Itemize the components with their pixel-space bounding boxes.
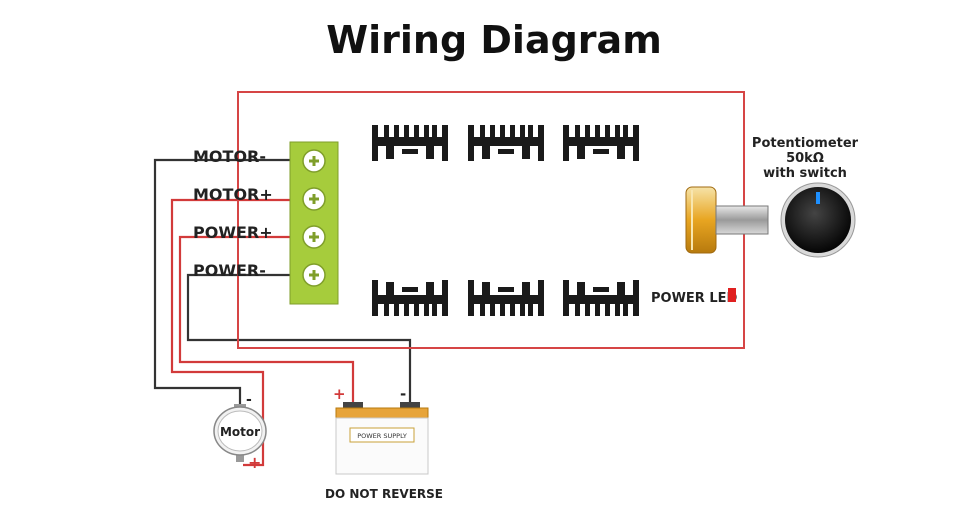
potentiometer-knob[interactable] bbox=[780, 182, 856, 258]
terminal-block bbox=[289, 141, 339, 305]
motor-minus-sign: - bbox=[246, 392, 252, 408]
potentiometer-value: 50kΩ bbox=[786, 151, 824, 166]
potentiometer-shaft bbox=[685, 186, 769, 254]
battery-plus-sign: + bbox=[333, 385, 346, 403]
reverse-warning: DO NOT REVERSE bbox=[325, 487, 443, 501]
wire-motor-minus bbox=[153, 158, 290, 405]
wires bbox=[153, 158, 412, 467]
battery bbox=[335, 402, 429, 475]
motor bbox=[213, 404, 267, 462]
screw-terminal-3[interactable] bbox=[302, 225, 326, 249]
power-led-label: POWER LED bbox=[651, 291, 737, 306]
wire-motor-plus bbox=[170, 198, 290, 467]
heatsink-top-1 bbox=[372, 125, 448, 161]
knob-indicator bbox=[816, 192, 820, 204]
terminal-label-motor-plus: MOTOR+ bbox=[193, 185, 273, 204]
heatsink-bottom-1 bbox=[372, 280, 448, 316]
power-led bbox=[728, 288, 736, 302]
battery-label: POWER SUPPLY bbox=[357, 432, 407, 440]
wire-power-plus bbox=[178, 235, 355, 407]
terminal-label-power-plus: POWER+ bbox=[193, 223, 273, 242]
screw-terminal-2[interactable] bbox=[302, 187, 326, 211]
potentiometer-label: Potentiometer bbox=[752, 136, 859, 151]
potentiometer-switch-label: with switch bbox=[763, 166, 847, 181]
motor-label: Motor bbox=[220, 425, 260, 439]
heatsink-bottom-3 bbox=[563, 280, 639, 316]
terminal-label-power-minus: POWER- bbox=[193, 261, 266, 280]
battery-minus-sign: - bbox=[400, 385, 406, 403]
heatsink-top-3 bbox=[563, 125, 639, 161]
wire-power-minus bbox=[186, 273, 412, 407]
terminal-label-motor-minus: MOTOR- bbox=[193, 147, 266, 166]
heatsink-bottom-2 bbox=[468, 280, 544, 316]
diagram-title: Wiring Diagram bbox=[326, 18, 662, 62]
screw-terminal-4[interactable] bbox=[302, 263, 326, 287]
screw-terminal-1[interactable] bbox=[302, 149, 326, 173]
heatsink-top-2 bbox=[468, 125, 544, 161]
motor-plus-sign: + bbox=[248, 453, 261, 472]
